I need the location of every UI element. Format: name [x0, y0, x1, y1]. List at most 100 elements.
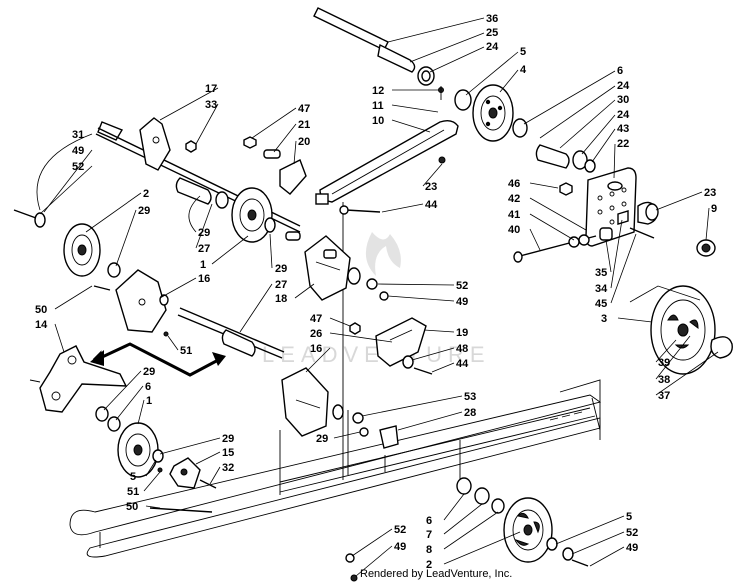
callout-50: 50: [126, 501, 138, 513]
callout-31: 31: [72, 129, 84, 141]
callout-52: 52: [394, 524, 406, 536]
bolt-40: [513, 182, 597, 263]
callout-52: 52: [626, 527, 638, 539]
callout-47: 47: [310, 313, 322, 325]
callout-46: 46: [508, 178, 520, 190]
callout-42: 42: [508, 193, 520, 205]
callout-23: 23: [704, 187, 716, 199]
callout-33: 33: [205, 99, 217, 111]
bolt-52-49: [366, 278, 389, 301]
callout-24: 24: [486, 41, 499, 53]
callout-1: 1: [146, 395, 152, 407]
callout-1: 1: [200, 259, 206, 271]
callout-5: 5: [626, 511, 632, 523]
slide-rail: [69, 379, 602, 558]
callout-6: 6: [426, 515, 432, 527]
callout-27: 27: [198, 243, 210, 255]
axle-spacers-top: [512, 118, 596, 173]
callout-21: 21: [298, 119, 310, 131]
wheel-1-lower: [95, 406, 164, 478]
callout-35: 35: [595, 267, 607, 279]
callout-30: 30: [617, 94, 629, 106]
callout-50: 50: [35, 304, 47, 316]
callout-43: 43: [617, 123, 629, 135]
render-credit: Rendered by LeadVenture, Inc.: [360, 568, 513, 580]
leader-lines: [36, 17, 719, 577]
wheel-3: [650, 285, 733, 375]
callout-44: 44: [425, 199, 438, 211]
wheel-1-upper: [231, 187, 276, 243]
callout-29: 29: [222, 433, 234, 445]
direction-arrow: [90, 342, 226, 377]
callout-11: 11: [372, 100, 384, 112]
callout-28: 28: [464, 407, 476, 419]
callout-49: 49: [72, 145, 84, 157]
callout-34: 34: [595, 283, 608, 295]
callout-7: 7: [426, 529, 432, 541]
callout-44: 44: [456, 358, 469, 370]
callout-4: 4: [520, 64, 527, 76]
bracket-17: [139, 117, 197, 171]
callout-5: 5: [130, 471, 136, 483]
shaft-36: [313, 7, 435, 86]
parts-53-28: [352, 412, 399, 449]
callout-41: 41: [508, 209, 520, 221]
callout-49: 49: [394, 541, 406, 553]
callout-6: 6: [145, 381, 151, 393]
callout-23: 23: [425, 181, 437, 193]
callout-19: 19: [456, 327, 468, 339]
callout-17: 17: [205, 83, 217, 95]
callout-15: 15: [222, 447, 234, 459]
callout-25: 25: [486, 27, 498, 39]
callout-29: 29: [198, 227, 210, 239]
bolt-44-top: [339, 205, 381, 215]
callout-37: 37: [658, 390, 670, 402]
callout-22: 22: [617, 138, 629, 150]
svg-text:LEADVENTURE: LEADVENTURE: [262, 342, 491, 367]
callout-52: 52: [72, 161, 84, 173]
callout-2: 2: [426, 559, 432, 571]
callout-29: 29: [316, 433, 328, 445]
wheel-4: [454, 84, 514, 142]
callout-16: 16: [198, 273, 210, 285]
callout-29: 29: [275, 263, 287, 275]
callout-6: 6: [617, 65, 623, 77]
callout-51: 51: [180, 345, 192, 357]
callout-10: 10: [372, 115, 384, 127]
watermark: LEADVENTURE: [262, 232, 491, 367]
shaft-lower: [177, 307, 285, 359]
callout-12: 12: [372, 85, 384, 97]
nut-23-right: [637, 201, 716, 257]
callout-29: 29: [138, 205, 150, 217]
reference-lines: [279, 202, 461, 495]
bracket-18: [285, 231, 361, 301]
callout-20: 20: [298, 136, 310, 148]
callout-36: 36: [486, 13, 498, 25]
wheel-2-left: [13, 209, 121, 278]
callout-8: 8: [426, 544, 432, 556]
callout-24: 24: [617, 80, 630, 92]
bracket-center: [281, 367, 344, 437]
callout-18: 18: [275, 293, 287, 305]
callout-32: 32: [222, 462, 234, 474]
callout-49: 49: [626, 542, 638, 554]
callout-38: 38: [658, 374, 670, 386]
callout-5: 5: [520, 46, 526, 58]
callout-14: 14: [35, 319, 48, 331]
callout-51: 51: [127, 486, 139, 498]
callout-45: 45: [595, 298, 607, 310]
callout-16: 16: [310, 343, 322, 355]
spacer-upper: [175, 177, 229, 209]
callout-49: 49: [456, 296, 468, 308]
callout-2: 2: [143, 188, 149, 200]
wheel-2-lower: [345, 477, 589, 582]
callout-53: 53: [464, 391, 476, 403]
callout-39: 39: [658, 357, 670, 369]
parts-35-34-45: [599, 210, 655, 241]
callout-40: 40: [508, 224, 520, 236]
callout-26: 26: [310, 328, 322, 340]
callout-3: 3: [601, 313, 607, 325]
bracket-19: [349, 317, 433, 375]
